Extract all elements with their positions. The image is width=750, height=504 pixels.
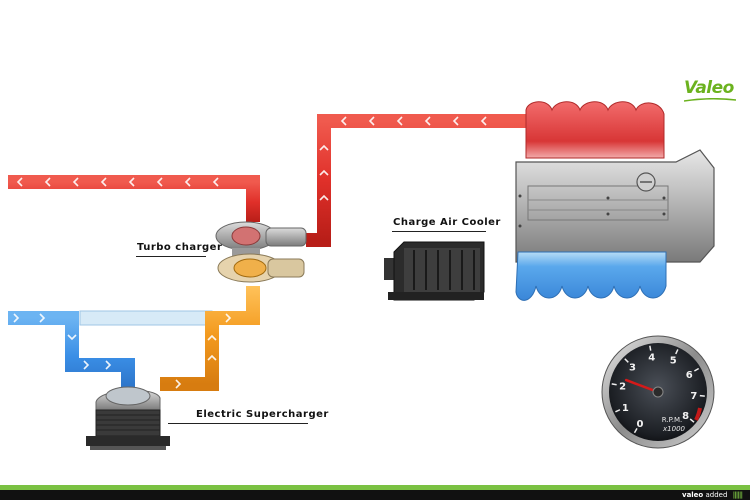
footer-ticks-icon: |||||| (733, 490, 742, 500)
turbo-charger (216, 222, 306, 282)
rpm-tick-label: 2 (619, 382, 626, 393)
charge-air-cooler-label-underline (392, 231, 486, 232)
boost-pipe (160, 268, 386, 384)
electric-supercharger-label: Electric Supercharger (196, 409, 329, 420)
intake-pipe (8, 294, 516, 395)
rpm-tick-label: 8 (682, 411, 689, 422)
footer-black-stripe (0, 490, 750, 500)
electric-supercharger-label-underline (168, 423, 308, 424)
engine-block (516, 102, 714, 301)
rpm-tick-label: 1 (622, 403, 629, 414)
charge-air-cooler (384, 242, 484, 300)
rpm-tick-label: 6 (686, 370, 693, 381)
rpm-gauge: 01 23 4 56 78 R.P.M. x1000 (602, 336, 714, 448)
footer-tagline-word: added (705, 491, 727, 499)
footer-tagline-brand: valeo (682, 491, 703, 499)
rpm-tick-label: 7 (690, 391, 697, 402)
electric-supercharger (86, 387, 170, 450)
footer-tagline: valeo added |||||| (682, 490, 742, 500)
valeo-logo: Valeo (684, 78, 734, 98)
rpm-tick-label: 5 (670, 355, 677, 366)
rpm-tick-label: 0 (637, 419, 644, 430)
rpm-tick-label: 4 (648, 353, 655, 364)
rpm-multiplier-label: x1000 (662, 425, 686, 433)
rpm-tick (650, 346, 651, 351)
rpm-tick (612, 384, 617, 385)
turbo-charger-label-underline (136, 256, 206, 257)
turbo-charger-label: Turbo charger (137, 242, 222, 253)
rpm-tick-label: 3 (629, 363, 636, 374)
valeo-logo-swoosh (684, 98, 736, 102)
rpm-unit-label: R.P.M. (662, 416, 682, 424)
charge-air-cooler-label: Charge Air Cooler (393, 217, 501, 228)
footer-bar: valeo added |||||| (0, 485, 750, 500)
